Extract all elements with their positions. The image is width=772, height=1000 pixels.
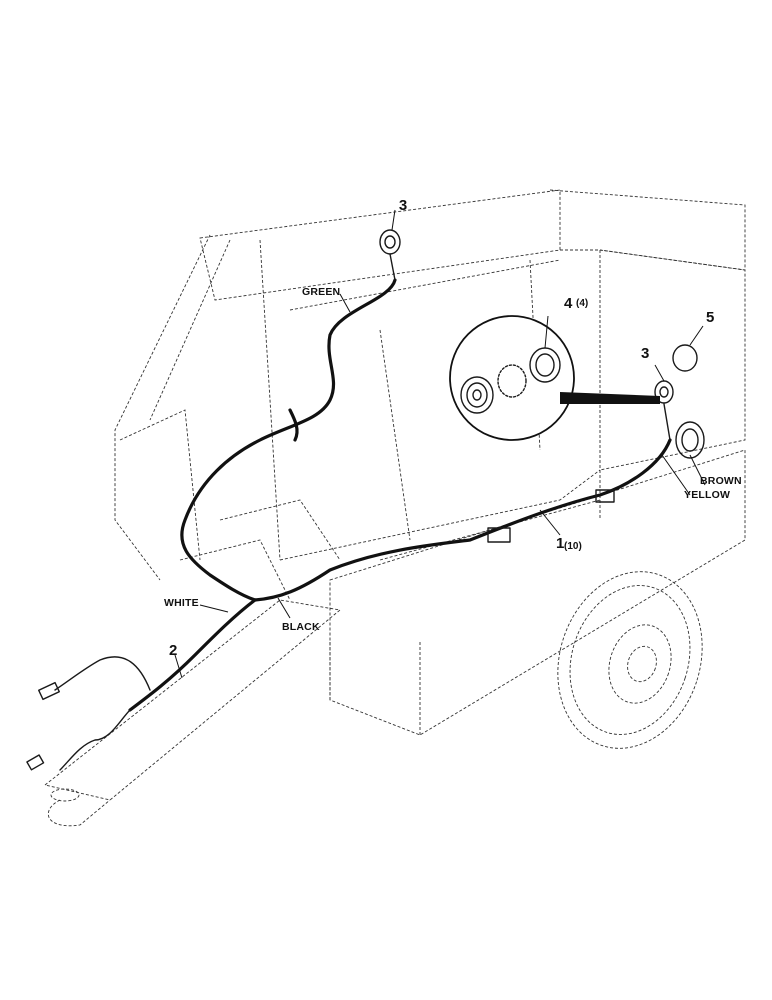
wheel <box>557 571 703 749</box>
wire-label-brown: BROWN <box>700 475 742 487</box>
detail-inset <box>449 315 660 441</box>
callout-4: 4 <box>564 295 573 312</box>
callout-1: 1 <box>556 535 564 552</box>
wire-label-black: BLACK <box>282 621 320 633</box>
wire-label-white: WHITE <box>164 597 199 609</box>
leader-lines <box>174 209 706 679</box>
callout-2: 2 <box>169 642 177 659</box>
main-harness <box>26 278 672 771</box>
baler-body <box>43 189 746 827</box>
wire-label-yellow: YELLOW <box>684 489 730 501</box>
callout-3-right: 3 <box>641 345 649 362</box>
top-amber-lamp <box>379 229 401 281</box>
callout-5: 5 <box>706 309 714 326</box>
wire-label-green: GREEN <box>302 286 340 298</box>
callout-4-quantity: (4) <box>576 298 588 309</box>
callout-1-quantity: (10) <box>564 541 582 552</box>
callout-3-top: 3 <box>399 197 407 214</box>
rear-lamp-assembly <box>654 344 705 459</box>
